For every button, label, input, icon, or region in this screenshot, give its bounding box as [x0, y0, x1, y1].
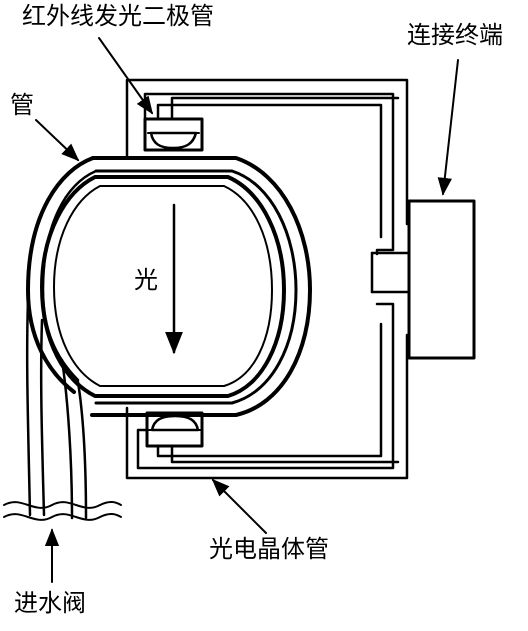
water-wave-1 [3, 501, 122, 509]
wire-bottom-3 [170, 444, 400, 464]
tube-outer-wall [90, 156, 312, 417]
connection-terminal-box [407, 199, 476, 360]
ir-led-body [143, 117, 204, 152]
wire-bottom-2 [156, 322, 383, 458]
ir-led-dome [149, 131, 198, 150]
glass-inner-ring [53, 185, 273, 387]
label-light: 光 [134, 266, 158, 294]
label-terminal: 连接终端 [407, 21, 503, 49]
tube-shell-line [94, 169, 298, 405]
leader-ir-diode [98, 37, 154, 115]
inlet-pipe-right-outer [60, 358, 74, 520]
wire-top-outer [125, 78, 409, 226]
wire-top-3 [170, 96, 400, 121]
inlet-pipe-right-inner [76, 380, 88, 520]
inlet-pipe-left-outer [25, 298, 32, 517]
label-ir-diode: 红外线发光二极管 [22, 2, 214, 30]
tube-outer-left [26, 156, 95, 394]
leader-phototransistor [211, 478, 267, 534]
phototransistor-dome [150, 414, 200, 432]
inlet-pipe-left-inner [39, 318, 46, 517]
label-inlet-valve: 进水阀 [14, 589, 86, 617]
leader-terminal [437, 59, 459, 196]
label-pipe: 管 [10, 91, 34, 119]
label-phototransistor: 光电晶体管 [209, 535, 329, 563]
wire-bottom-inner [136, 302, 395, 470]
leader-pipe [35, 119, 80, 162]
wire-bottom-outer [125, 333, 409, 480]
glass-chamber [40, 175, 286, 398]
water-wave-2 [3, 513, 122, 521]
tube-shell-left [41, 169, 98, 382]
wire-top-2 [156, 103, 383, 239]
